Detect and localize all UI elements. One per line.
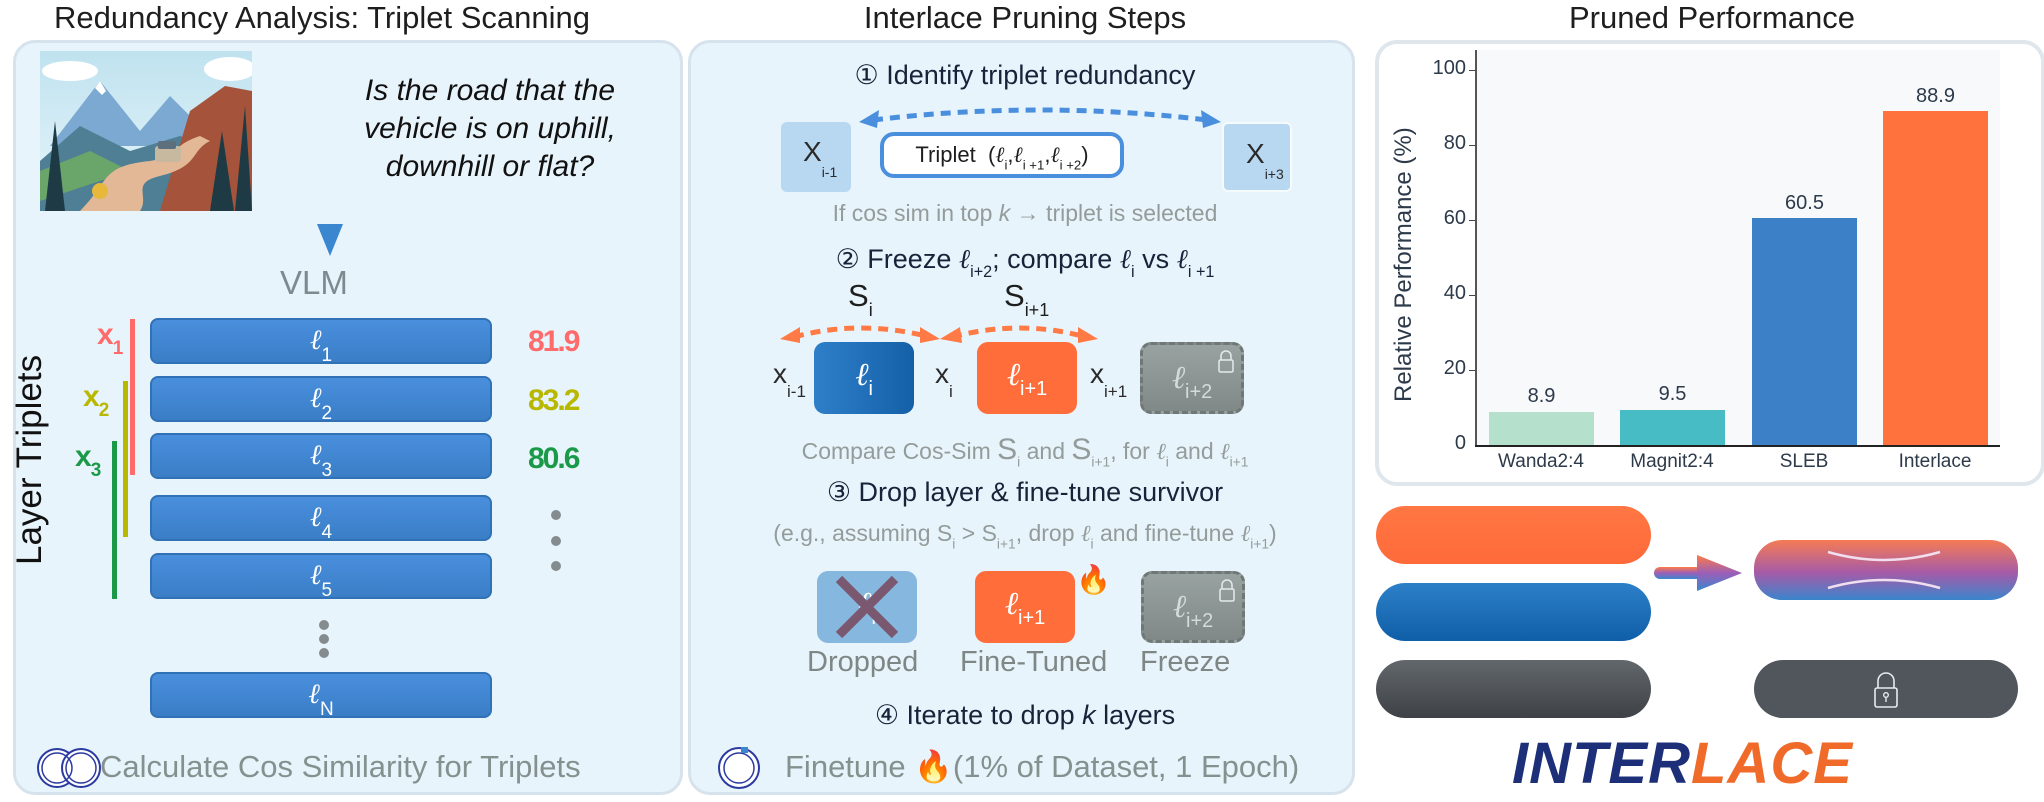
y-axis (1475, 50, 1477, 446)
left-section-title: Redundancy Analysis: Triplet Scanning (54, 0, 590, 35)
ytick-mark (1469, 145, 1475, 146)
input-x-i-minus-1: Xi-1 (781, 122, 851, 192)
layer-block-5[interactable]: ℓ5 (150, 553, 492, 601)
fire-icon: 🔥 (1076, 564, 1111, 595)
input-x-i1-label: xi+1 (1090, 358, 1128, 401)
step2-hint: Compare Cos-Sim Si and Si+1, for ℓi and … (801, 433, 1249, 470)
xtick-magnit: Magnit2:4 (1630, 451, 1714, 472)
dropped-layer-block: ℓi (817, 571, 917, 643)
frozen-layer-block: ℓi+2 (1141, 571, 1245, 643)
lock-icon (1218, 350, 1234, 373)
layer-i2-frozen-block[interactable]: ℓi+2 (1140, 342, 1244, 414)
cross-icon (835, 575, 899, 639)
interlace-curves-icon (1827, 550, 1941, 590)
layer-block-n[interactable]: ℓN (150, 672, 492, 720)
orange-layer-pill (1376, 506, 1651, 564)
finetune-footer: Finetune 🔥(1% of Dataset, 1 Epoch) (785, 749, 1300, 784)
ellipsis-dot (319, 620, 329, 630)
bar-wanda[interactable] (1489, 412, 1594, 445)
triplet-bracket-x1 (130, 319, 135, 475)
ytick-label: 20 (1443, 357, 1466, 379)
layer-block-1[interactable]: ℓ1 (150, 318, 492, 366)
frozen-gray-pill (1754, 660, 2018, 718)
layer-block-4[interactable]: ℓ4 (150, 495, 492, 543)
vlm-label: VLM (280, 264, 348, 301)
step1-hint: If cos sim in top k → triplet is selecte… (832, 200, 1218, 226)
lock-icon (1874, 672, 1898, 708)
triplet-label-x2: x2 (83, 380, 109, 421)
layer-i-block[interactable]: ℓi (814, 342, 914, 414)
cos-similarity-icon (36, 745, 102, 796)
merged-layer-pill (1754, 540, 2018, 600)
ytick-mark (1469, 370, 1475, 371)
step4-title: ④ Iterate to drop k layers (874, 700, 1176, 730)
xtick-interlace: Interlace (1898, 451, 1972, 472)
ytick-label: 60 (1443, 207, 1466, 229)
step1-title: ① Identify triplet redundancy (854, 60, 1196, 90)
input-x-i-minus-1-label: xi-1 (773, 358, 806, 401)
layer-block-2[interactable]: ℓ2 (150, 376, 492, 424)
lock-icon (1219, 579, 1235, 602)
ellipsis-dot (319, 634, 329, 644)
ytick-label: 100 (1432, 57, 1466, 79)
ellipsis-dot (551, 510, 561, 520)
ytick-mark (1469, 70, 1475, 71)
triplet-bracket-x3 (112, 441, 117, 599)
triplet-score-x2: 83.2 (528, 384, 580, 417)
finetune-loop-icon (716, 745, 762, 796)
bar-interlace[interactable] (1883, 111, 1988, 445)
triplet-box[interactable]: Triplet (ℓi,ℓi +1,ℓi +2) (880, 132, 1124, 178)
bar-value-wanda: 8.9 (1527, 385, 1556, 407)
down-arrow-icon (317, 224, 343, 256)
question-text: Is the road that the vehicle is on uphil… (364, 74, 616, 183)
input-x-i-label: xi (935, 358, 953, 401)
x-axis (1475, 445, 2000, 447)
legend-dropped: Dropped (807, 646, 919, 678)
step2-title: ② Freeze ℓi+2; compare ℓi vs ℓi +1 (835, 244, 1215, 281)
road-scene-image (40, 51, 252, 211)
input-x-i-plus-3: Xi+3 (1222, 122, 1292, 192)
gray-layer-pill (1376, 660, 1651, 718)
merge-arrow-icon (1654, 555, 1742, 591)
middle-section-title: Interlace Pruning Steps (863, 0, 1187, 35)
ytick-mark (1469, 295, 1475, 296)
layer-block-3[interactable]: ℓ3 (150, 433, 492, 481)
similarity-label-si1: Si+1 (1004, 278, 1050, 320)
xtick-sleb: SLEB (1779, 451, 1829, 472)
finetuned-layer-block: ℓi+1 (975, 571, 1075, 643)
layer-i1-block[interactable]: ℓi+1 (977, 342, 1077, 414)
step3-title: ③ Drop layer & fine-tune survivor (826, 477, 1224, 507)
step3-hint: (e.g., assuming Si > Si+1, drop ℓi and f… (773, 520, 1277, 552)
ytick-label: 0 (1454, 432, 1466, 454)
bar-value-magnit: 9.5 (1658, 383, 1687, 405)
blue-layer-pill (1376, 583, 1651, 641)
legend-freeze: Freeze (1140, 646, 1231, 678)
ellipsis-dot (319, 648, 329, 658)
triplet-similarity-arrow-icon (859, 107, 1221, 128)
interlace-logo: INTERLACE (1512, 731, 1853, 796)
layer-triplets-label: Layer Triplets (10, 354, 49, 565)
triplet-label-x3: x3 (75, 440, 101, 481)
right-section-title: Pruned Performance (1568, 0, 1856, 35)
triplet-label-x1: x1 (97, 318, 123, 359)
ytick-label: 40 (1443, 282, 1466, 304)
fire-icon: 🔥 (914, 749, 953, 784)
similarity-label-si: Si (848, 278, 873, 320)
similarity-arrows-icon (780, 325, 1098, 343)
bar-magnit[interactable] (1620, 410, 1725, 445)
triplet-score-x1: 81.9 (528, 325, 580, 358)
ellipsis-dot (551, 536, 561, 546)
cos-similarity-footer: Calculate Cos Similarity for Triplets (100, 749, 581, 784)
y-axis-label: Relative Performance (%) (1390, 127, 1417, 402)
triplet-score-x3: 80.6 (528, 442, 580, 475)
xtick-wanda: Wanda2:4 (1498, 451, 1584, 472)
triplet-bracket-x2 (123, 381, 128, 537)
ellipsis-dot (551, 561, 561, 571)
bar-value-sleb: 60.5 (1785, 192, 1824, 214)
ytick-mark (1469, 220, 1475, 221)
ytick-label: 80 (1443, 132, 1466, 154)
bar-value-interlace: 88.9 (1916, 85, 1955, 107)
legend-fine-tuned: Fine-Tuned (960, 646, 1108, 678)
bar-sleb[interactable] (1752, 218, 1857, 445)
